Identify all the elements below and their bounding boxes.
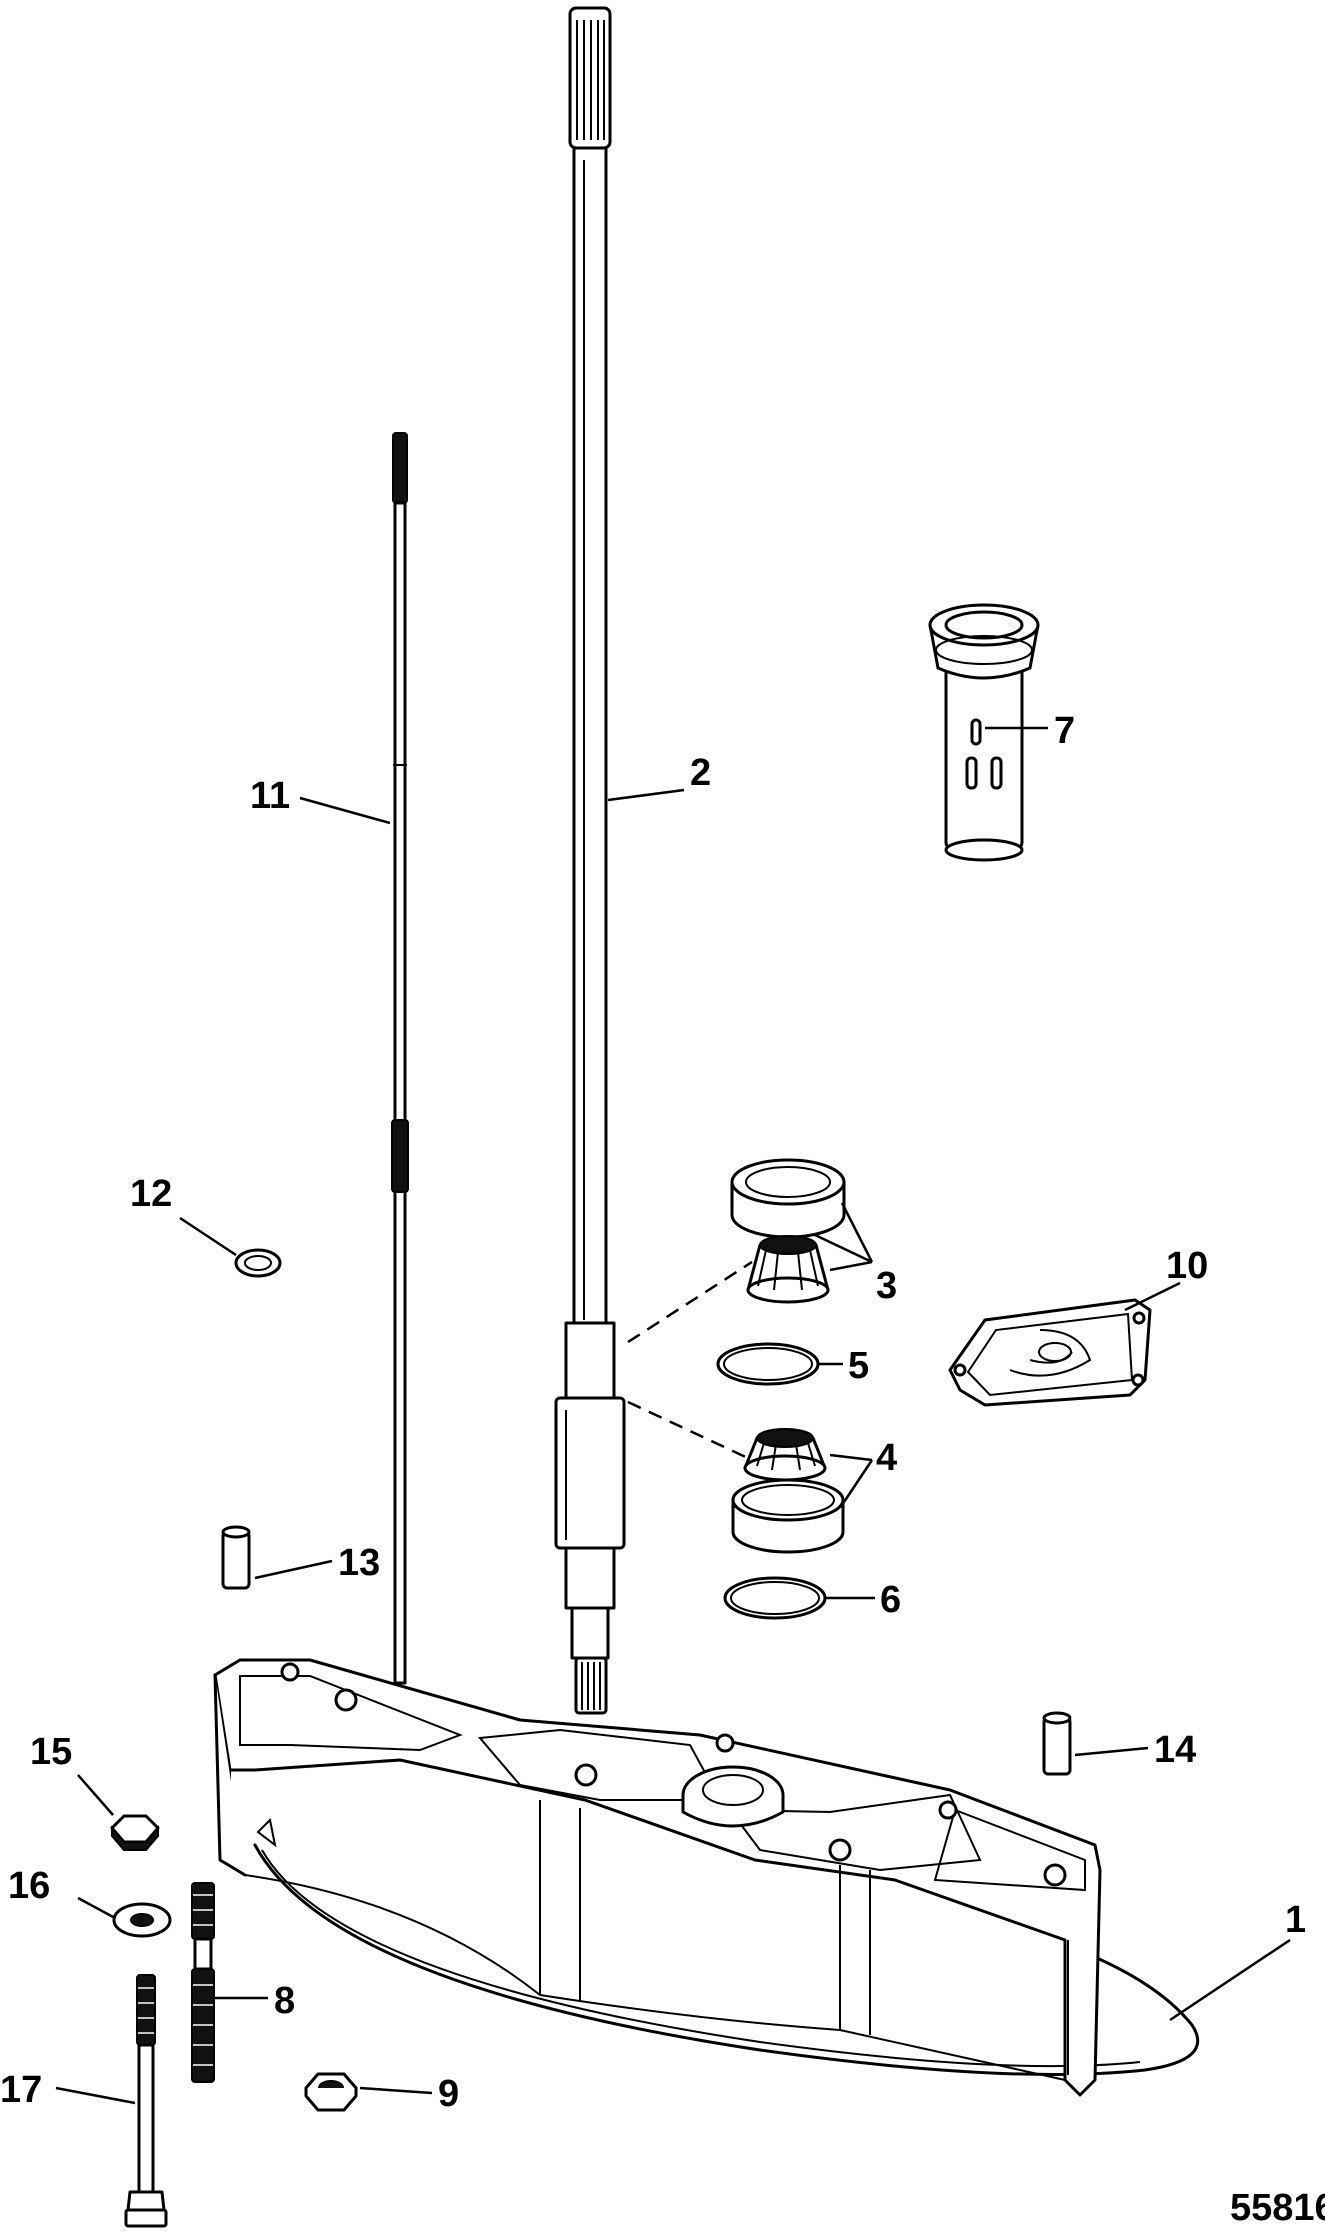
shift-shaft-part xyxy=(392,432,408,1685)
callout-9: 9 xyxy=(438,2073,459,2115)
callout-17: 17 xyxy=(0,2069,42,2111)
callout-7: 7 xyxy=(1054,710,1075,752)
callout-labels: 1 2 3 4 5 6 7 8 9 10 11 12 13 14 15 16 1… xyxy=(0,710,1325,2229)
bearing-3-part xyxy=(730,1158,846,1304)
washer-16-part xyxy=(112,1902,172,1938)
figure-number: 55816 xyxy=(1230,2187,1325,2229)
bearing-4-part xyxy=(731,1428,845,1554)
callout-12: 12 xyxy=(130,1173,172,1215)
alignment-dash-lines xyxy=(627,1260,753,1462)
callout-6: 6 xyxy=(880,1579,901,1621)
callout-16: 16 xyxy=(8,1865,50,1907)
washer-12-part xyxy=(234,1248,282,1278)
o-ring-5-part xyxy=(716,1342,820,1386)
cover-plate-10-part xyxy=(948,1298,1152,1407)
gasket-1-part xyxy=(253,1843,1199,2076)
dowel-pin-14-part xyxy=(1042,1711,1072,1776)
shift-shaft-lower-spline xyxy=(391,1119,409,1193)
nut-15-part xyxy=(110,1814,160,1851)
callout-10: 10 xyxy=(1166,1245,1208,1287)
water-tube-part xyxy=(928,603,1040,862)
callout-5: 5 xyxy=(848,1345,869,1387)
callout-3: 3 xyxy=(876,1265,897,1307)
nut-9-part xyxy=(304,2072,358,2112)
housing-part xyxy=(213,1658,1102,2097)
bolt-17-part xyxy=(124,1974,168,2228)
callout-11: 11 xyxy=(250,775,290,817)
stud-8-part xyxy=(191,1882,215,2083)
leader-lines xyxy=(55,726,1291,2105)
callout-1: 1 xyxy=(1285,1899,1306,1941)
callout-2: 2 xyxy=(690,752,711,794)
dowel-pin-13-part xyxy=(221,1525,251,1590)
callout-14: 14 xyxy=(1154,1729,1196,1771)
callout-4: 4 xyxy=(876,1437,897,1479)
callout-8: 8 xyxy=(274,1980,295,2022)
drive-shaft-part xyxy=(554,6,626,1715)
o-ring-6-part xyxy=(723,1576,827,1620)
callout-15: 15 xyxy=(30,1731,72,1773)
callout-13: 13 xyxy=(338,1542,380,1584)
